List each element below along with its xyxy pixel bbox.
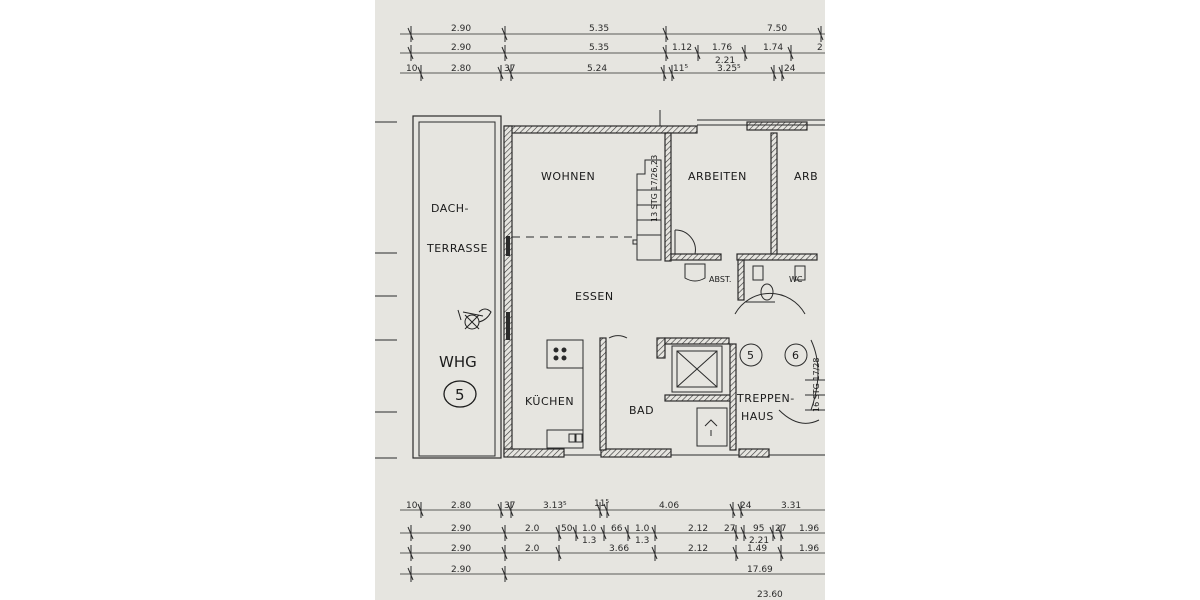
dim-top-2f: 2 <box>817 43 823 53</box>
room-label-arbeiten: ARBEITEN <box>688 170 747 183</box>
unit-number: 5 <box>455 386 465 404</box>
dim-top-1b: 5.35 <box>589 24 609 34</box>
interior-stair <box>636 159 662 261</box>
room-label-dachterrasse-2: TERRASSE <box>426 242 488 255</box>
dim-top-3g: 24 <box>784 64 796 74</box>
room-label-wohnen: WOHNEN <box>541 170 595 183</box>
unit-number-circle <box>443 380 477 408</box>
left-edge-marks <box>375 252 397 459</box>
dim-top-1a: 2.90 <box>451 24 471 34</box>
room-label-dachterrasse-1: DACH- <box>431 202 469 215</box>
dim-bot-2i: 95 <box>753 524 764 534</box>
bottom-dimension-lines: 10 2.80 37 3.13⁵ 11⁵ 4.06 24 3.31 2.90 2… <box>400 499 825 600</box>
dim-top-2c: 1.12 <box>672 43 692 53</box>
dim-bot-1b: 2.80 <box>451 501 471 511</box>
dim-top-1c: 7.50 <box>767 24 787 34</box>
dim-bot-2e: 66 <box>611 524 623 534</box>
room-label-bad: BAD <box>629 404 654 417</box>
dim-top-3d: 5.24 <box>587 64 607 74</box>
wc-fixtures <box>745 265 806 303</box>
dim-bot-4a: 2.90 <box>451 565 471 575</box>
dim-bot-3c: 3.66 <box>609 544 629 554</box>
dim-bot-3b: 2.0 <box>525 544 540 554</box>
dim-bot-2h: 27 <box>724 524 735 534</box>
stair-steps-right-label: 16 STG 17/28 <box>812 358 821 412</box>
dim-bot-3e: 1.49 <box>747 544 767 554</box>
dim-bot-1c: 37 <box>504 501 515 511</box>
dim-bot-2j: 27 <box>775 524 786 534</box>
dim-bot-2g: 2.12 <box>688 524 708 534</box>
dim-bot-3f: 1.96 <box>799 544 819 554</box>
dim-bot-2-sub-a: 1.3 <box>582 536 596 546</box>
dim-bot-4b: 17.69 <box>747 565 773 575</box>
dim-bot-1a: 10 <box>406 501 418 511</box>
door-swings <box>608 229 706 339</box>
dim-top-3a: 10 <box>406 64 418 74</box>
dim-bot-3a: 2.90 <box>451 544 471 554</box>
stair-number-6: 6 <box>792 349 800 362</box>
floor-plan-drawing: 2.90 5.35 7.50 2.90 5.35 1.12 1.76 1.74 … <box>375 24 825 600</box>
dim-bot-1h: 3.31 <box>781 501 801 511</box>
dim-bot-2-sub-c: 2.21 <box>749 536 769 546</box>
unit-label: WHG <box>439 353 477 371</box>
dim-bot-2d: 1.0 <box>582 524 597 534</box>
dim-bot-5: 23.60 <box>757 590 783 600</box>
dim-bot-2b: 2.0 <box>525 524 540 534</box>
dim-top-3e: 11⁵ <box>673 64 688 74</box>
room-label-kuchen: KÜCHEN <box>525 395 574 408</box>
stairwell <box>734 292 825 424</box>
room-label-essen: ESSEN <box>575 290 614 303</box>
dim-bot-2c: 50 <box>561 524 573 534</box>
compass-rose-icon <box>457 308 492 330</box>
dim-top-3c: 37 <box>504 64 515 74</box>
dim-bot-2f: 1.0 <box>635 524 650 534</box>
room-label-treppenhaus-2: HAUS <box>741 410 774 423</box>
dim-top-3b: 2.80 <box>451 64 471 74</box>
dim-bot-1f: 4.06 <box>659 501 679 511</box>
dim-bot-2-sub-b: 1.3 <box>635 536 649 546</box>
dim-bot-1d: 3.13⁵ <box>543 501 567 511</box>
dim-top-2d: 1.76 <box>712 43 732 53</box>
kitchen-fixtures <box>546 339 584 449</box>
floor-plan-sheet: 2.90 5.35 7.50 2.90 5.35 1.12 1.76 1.74 … <box>375 0 825 600</box>
essen-divider <box>512 236 638 245</box>
walls <box>503 110 825 458</box>
room-label-treppenhaus-1: TREPPEN- <box>736 392 795 405</box>
dim-bot-2k: 1.96 <box>799 524 819 534</box>
dim-top-2b: 5.35 <box>589 43 609 53</box>
stair-number-5: 5 <box>747 349 755 362</box>
bath-fixture-icon <box>696 407 728 447</box>
dim-top-3f: 3.25⁵ <box>717 64 741 74</box>
top-dimension-lines: 2.90 5.35 7.50 2.90 5.35 1.12 1.76 1.74 … <box>400 24 825 81</box>
dim-bot-3d: 2.12 <box>688 544 708 554</box>
dim-top-2a: 2.90 <box>451 43 471 53</box>
dim-top-2e: 1.74 <box>763 43 783 53</box>
dim-bot-1g: 24 <box>740 501 752 511</box>
stair-steps-label: 13 STG 17/26,23 <box>650 155 659 222</box>
dim-bot-1e: 11⁵ <box>594 499 609 509</box>
room-label-abst: ABST. <box>709 275 731 284</box>
elevator-shaft-icon <box>671 345 723 393</box>
dim-top-2-sub: 2.21 <box>715 56 735 66</box>
room-label-arbeiten-2: ARB <box>794 170 818 183</box>
roof-terrace: DACH- TERRASSE WHG 5 <box>375 115 502 459</box>
room-label-wc: WC <box>789 275 803 284</box>
dim-bot-2a: 2.90 <box>451 524 471 534</box>
